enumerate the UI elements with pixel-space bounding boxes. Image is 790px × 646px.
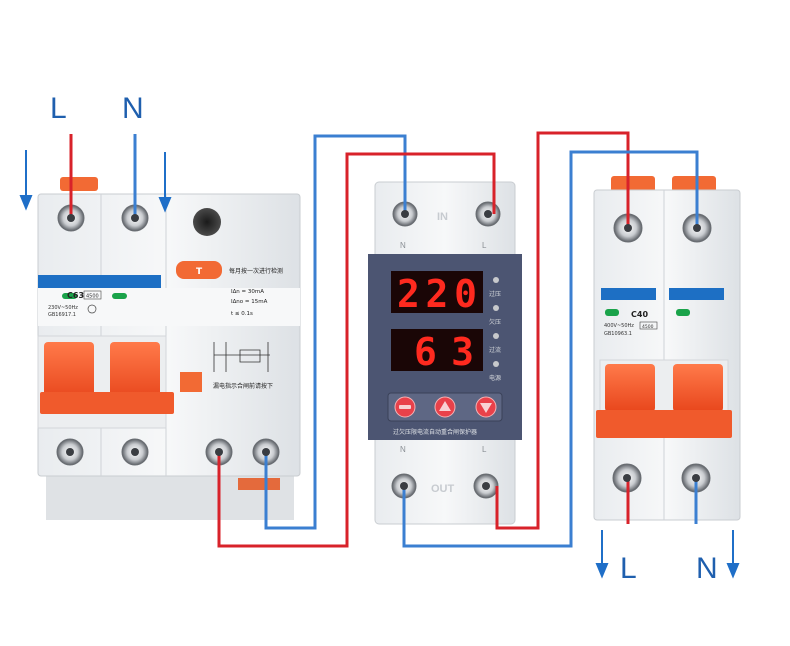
screw-head-icon — [692, 474, 700, 482]
mcb-voltage: 400V~50Hz — [604, 323, 634, 329]
screw-head-icon — [693, 224, 701, 232]
rcbo-spec-3: t ≤ 0.1s — [231, 311, 253, 317]
rcbo-voltage: 230V~50Hz — [48, 305, 78, 311]
mcb-blue-band-1 — [601, 288, 656, 300]
mcb-blue-band-2 — [669, 288, 724, 300]
screw-head-icon — [401, 210, 409, 218]
mcb-clip-2 — [672, 176, 716, 192]
rcbo-led — [62, 293, 77, 299]
indicator-label-2: 欠压 — [489, 318, 501, 326]
mcb-standard: GB10963.1 — [604, 331, 632, 337]
arrow-up-icon — [439, 401, 451, 411]
rcbo-spec-2: I∆no = 15mA — [231, 299, 268, 305]
mcb-breaker: C40 400V~50Hz 4500 GB10963.1 — [593, 176, 741, 521]
rcbo-clip-1 — [60, 177, 98, 191]
rcbo-spec-1: I∆n = 30mA — [231, 289, 264, 295]
voltage-reading: 220 — [397, 272, 477, 316]
arrow-head-icon — [595, 563, 609, 579]
mcb-led-2 — [676, 309, 690, 316]
mcb-clip-1 — [611, 176, 655, 192]
protector-bottom-l: L — [482, 445, 487, 454]
rcbo-handle-bar[interactable] — [40, 392, 174, 414]
rcbo-model: C63 — [67, 291, 84, 300]
wire-protector-L-to-mcb — [495, 131, 630, 530]
protector-in-label: IN — [437, 211, 448, 223]
indicator-label-1: 过压 — [489, 290, 501, 298]
protector-bottom-n: N — [400, 445, 406, 454]
rcbo-body — [37, 193, 301, 477]
output-live-label: L — [620, 552, 637, 585]
set-icon — [399, 405, 411, 409]
screw-head-icon — [67, 214, 75, 222]
voltage-display — [391, 271, 483, 313]
output-neutral-label: N — [696, 552, 718, 585]
screw-head-icon — [131, 214, 139, 222]
wire-rcbo-N-to-protector — [264, 134, 407, 530]
arrow-head-icon — [726, 563, 740, 579]
screw-head-icon — [623, 474, 631, 482]
input-neutral-label: N — [122, 92, 144, 125]
indicator-led-3 — [493, 333, 499, 339]
rcbo-footer — [46, 468, 294, 520]
rcd-trip-indicator — [180, 372, 202, 392]
ccc-mark-icon — [87, 304, 97, 314]
rcbo-trip-note: 漏电指示合闸前请按下 — [213, 382, 273, 390]
mcb-rating: 4500 — [642, 324, 654, 330]
rcbo-blue-band — [38, 275, 161, 288]
arrow-head-icon — [19, 195, 33, 211]
wires — [69, 131, 699, 548]
screw-head-icon — [131, 448, 139, 456]
screw-heads — [66, 210, 701, 490]
wire-protector-N-to-mcb — [402, 150, 699, 548]
rcbo-handle-N[interactable] — [110, 342, 160, 400]
screw-head-icon — [624, 224, 632, 232]
rcbo-schematic-icon — [213, 342, 270, 372]
screw-head-icon — [262, 448, 270, 456]
arrow-down-icon — [480, 403, 492, 413]
rcbo-breaker: C63 4500 230V~50Hz GB16917.1 T 每月按一次进行检测… — [37, 177, 301, 520]
rcbo-test-button[interactable] — [176, 261, 222, 279]
flow-arrows — [19, 150, 740, 579]
mcb-handle-L[interactable] — [605, 364, 655, 412]
mcb-handle-N[interactable] — [673, 364, 723, 412]
rcbo-handle-L[interactable] — [44, 342, 94, 400]
protector-top-l: L — [482, 241, 487, 250]
screw-head-icon — [66, 448, 74, 456]
screw-head-icon — [215, 448, 223, 456]
indicator-led-1 — [493, 277, 499, 283]
protector-out-label: OUT — [431, 483, 455, 495]
indicator-label-4: 电源 — [489, 374, 501, 382]
rcbo-standard: GB16917.1 — [48, 312, 76, 318]
indicator-label-3: 过流 — [489, 346, 501, 354]
current-display — [391, 329, 483, 371]
rcbo-led-2 — [112, 293, 127, 299]
mcb-handle-bar[interactable] — [596, 410, 732, 438]
voltage-protector: IN N L 220 63 过压 欠压 过流 电源 过欠压限电流自动重合闸保护器… — [368, 181, 522, 525]
indicator-led-2 — [493, 305, 499, 311]
rcbo-indicator-window — [193, 208, 221, 236]
rcbo-din-clip — [238, 478, 280, 490]
screw-head-icon — [482, 482, 490, 490]
screw-head-icon — [400, 482, 408, 490]
protector-caption: 过欠压限电流自动重合闸保护器 — [393, 428, 477, 436]
test-button-glyph: T — [196, 267, 203, 277]
rcbo-rating-box — [83, 290, 102, 300]
mcb-model: C40 — [631, 310, 648, 319]
indicator-led-4 — [493, 361, 499, 367]
arrow-head-icon — [158, 197, 172, 213]
input-live-label: L — [50, 92, 67, 125]
screw-head-icon — [484, 210, 492, 218]
mcb-rating-box — [639, 321, 658, 330]
rcbo-test-note: 每月按一次进行检测 — [229, 267, 283, 275]
rcbo-rating: 4500 — [86, 294, 99, 300]
wire-rcbo-L-to-protector — [217, 152, 496, 548]
rcbo-label-panel — [38, 288, 300, 326]
mcb-led-1 — [605, 309, 619, 316]
protector-top-n: N — [400, 241, 406, 250]
